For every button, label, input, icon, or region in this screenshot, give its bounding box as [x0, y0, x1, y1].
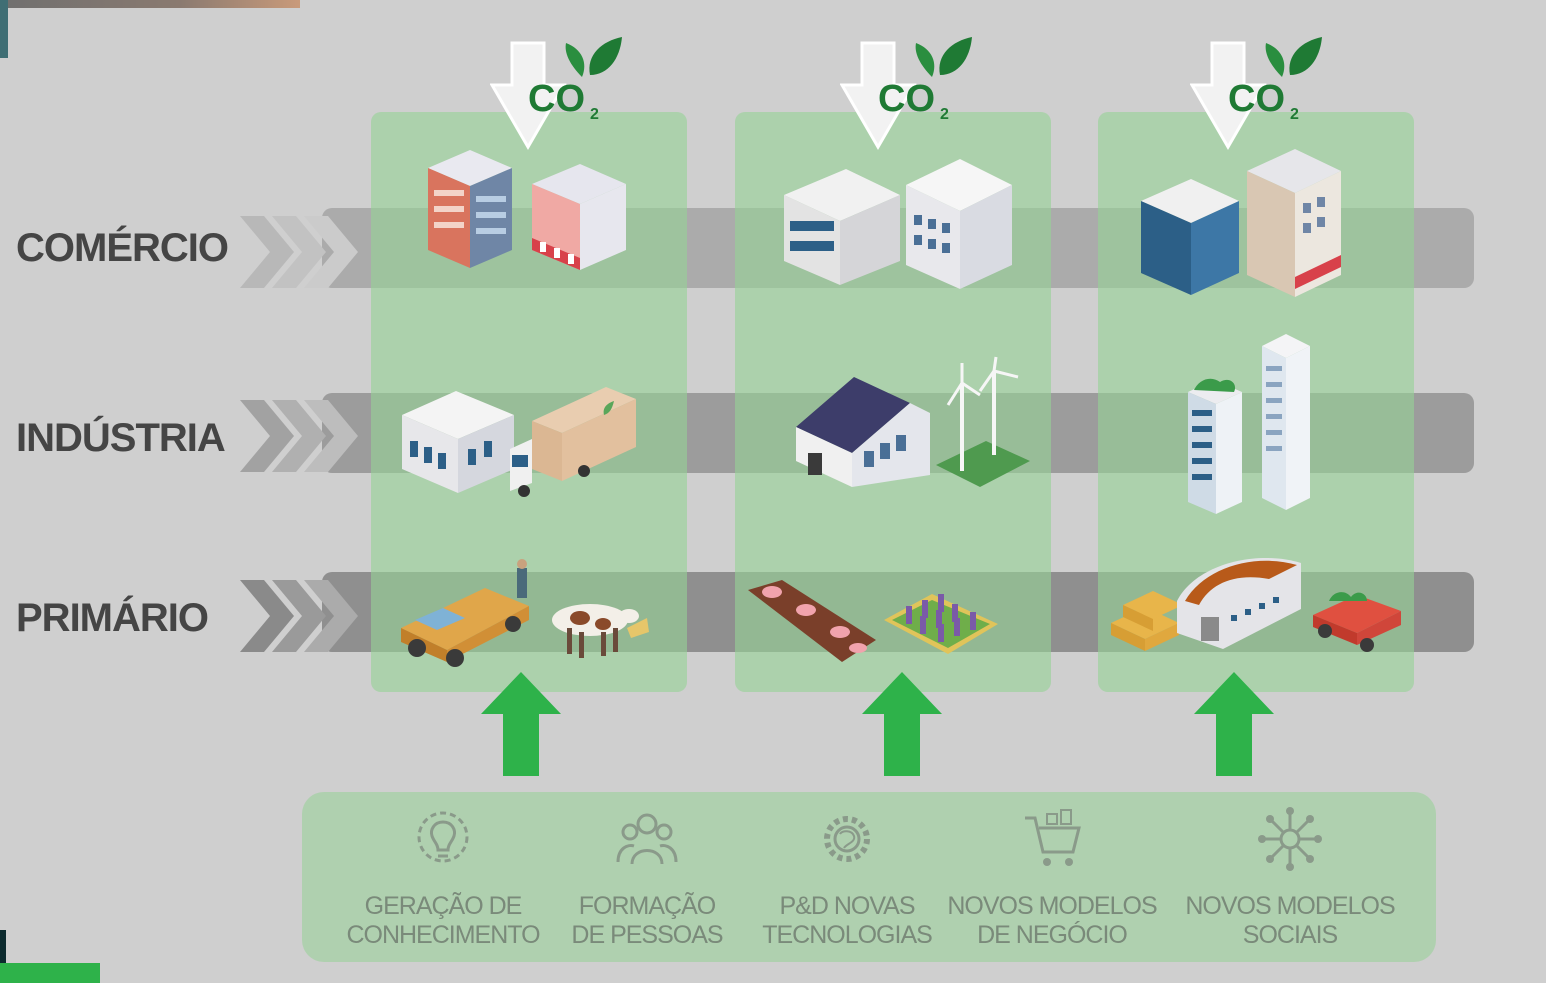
green-skyscrapers-icon: [1180, 330, 1320, 525]
green-up-arrow-icon: [1194, 672, 1274, 777]
chevrons-industria-icon: [238, 396, 368, 476]
green-up-arrow-icon: [862, 672, 942, 777]
row-label-industria: INDÚSTRIA: [16, 416, 226, 460]
shopping-cart-icon: [1025, 809, 1081, 866]
office-buildings-icon: [780, 155, 1020, 295]
pickup-cattle-icon: [395, 558, 650, 673]
svg-text:CO: CO: [528, 78, 585, 120]
svg-text:2: 2: [940, 106, 949, 123]
pigs-vineyard-icon: [742, 570, 1002, 675]
commerce-buildings-icon: [420, 138, 640, 283]
commerce-tower-icon: [1135, 145, 1355, 305]
svg-text:2: 2: [590, 106, 599, 123]
co2-reduction-icon: CO 2: [839, 35, 980, 155]
factory-truck-icon: [398, 375, 638, 505]
lightbulb-gear-icon: [417, 811, 469, 863]
people-group-icon: [616, 813, 678, 865]
svg-text:2: 2: [1290, 106, 1299, 123]
bottom-dark-strip: [0, 930, 6, 983]
barn-hay-truck-icon: [1105, 545, 1405, 670]
chevrons-comercio-icon: [238, 212, 368, 292]
svg-text:CO: CO: [878, 78, 935, 120]
svg-text:CO: CO: [1228, 78, 1285, 120]
row-label-primario: PRIMÁRIO: [16, 596, 209, 640]
network-hub-icon: [1258, 807, 1322, 871]
row-label-comercio: COMÉRCIO: [16, 226, 229, 270]
corner-accent-bar: [0, 0, 8, 58]
corner-photo-strip: [0, 0, 300, 8]
gear-brain-icon: [824, 816, 870, 862]
co2-reduction-icon: CO 2: [489, 35, 630, 155]
solar-factory-windmill-icon: [790, 355, 1035, 505]
green-up-arrow-icon: [481, 672, 561, 777]
bottom-green-strip: [0, 963, 100, 983]
co2-reduction-icon: CO 2: [1189, 35, 1330, 155]
chevrons-primario-icon: [238, 576, 368, 656]
